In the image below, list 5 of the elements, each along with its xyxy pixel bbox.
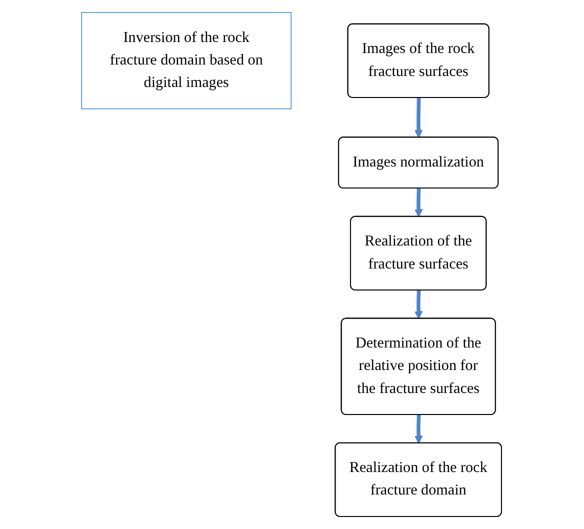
node-box: Inversion of the rock fracture domain based on digital images [82, 12, 292, 110]
arrow [414, 188, 424, 218]
arrow [414, 98, 424, 138]
arrow [414, 414, 424, 444]
arrow [414, 290, 424, 320]
